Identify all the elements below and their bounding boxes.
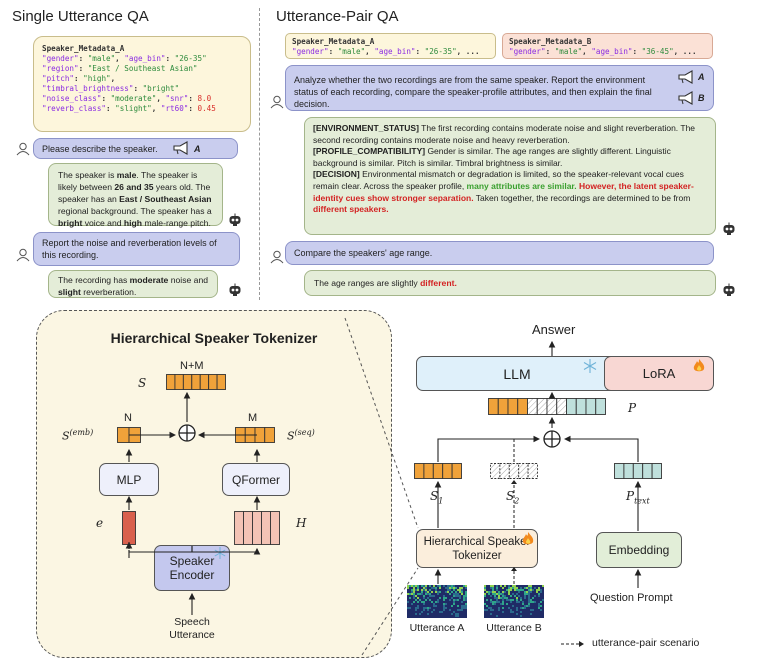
tokenizer-detail-panel bbox=[36, 310, 392, 658]
metadata-line: "gender": "male", "age_bin": "36-45", ..… bbox=[509, 47, 706, 57]
token-bar-p-text bbox=[614, 463, 662, 479]
pair-qa-title: Utterance-Pair QA bbox=[276, 8, 399, 25]
utterance-a-label: Utterance A bbox=[409, 622, 465, 634]
llm-block: LLM bbox=[416, 356, 618, 391]
answer-text: The speaker is male. The speaker is like… bbox=[58, 170, 212, 228]
qformer-block: QFormer bbox=[222, 463, 290, 496]
sum-operator bbox=[543, 430, 561, 448]
speaker-encoder-block: Speaker Encoder bbox=[154, 545, 230, 591]
token-sequence-p bbox=[488, 398, 606, 415]
user-icon bbox=[16, 142, 30, 156]
label-n: N bbox=[124, 412, 132, 424]
metadata-title: Speaker_Metadata_A bbox=[42, 44, 125, 53]
sum-operator bbox=[178, 424, 196, 442]
metadata-lines: "gender": "male", "age_bin": "26-35""reg… bbox=[42, 54, 242, 114]
speaker-metadata-a-card: Speaker_Metadata_A "gender": "male", "ag… bbox=[285, 33, 496, 59]
label-n-plus-m: N+M bbox=[180, 360, 204, 372]
metadata-line: "gender": "male", "age_bin": "26-35" bbox=[42, 54, 207, 63]
symbol-p: P bbox=[628, 401, 637, 415]
robot-icon bbox=[723, 283, 735, 296]
robot-icon bbox=[723, 222, 735, 235]
megaphone-icon bbox=[173, 141, 188, 155]
answer-age-range: The age ranges are slightly different. bbox=[304, 270, 716, 296]
symbol-s-seq: S(seq) bbox=[287, 428, 315, 443]
question-age-range: Compare the speakers' age range. bbox=[285, 241, 714, 265]
section-divider bbox=[259, 8, 260, 300]
hidden-states-h bbox=[234, 511, 280, 545]
mlp-block: MLP bbox=[99, 463, 159, 496]
speaker-metadata-b-card: Speaker_Metadata_B "gender": "male", "ag… bbox=[502, 33, 713, 59]
symbol-s-emb: S(emb) bbox=[62, 428, 94, 443]
answer-noise-reverb: The recording has moderate noise and sli… bbox=[48, 270, 218, 298]
answer-same-speaker: [ENVIRONMENT_STATUS] The first recording… bbox=[304, 117, 716, 235]
tag-a-group: A bbox=[677, 70, 705, 89]
speaker-metadata-a-card: Speaker_Metadata_A "gender": "male", "ag… bbox=[33, 36, 251, 132]
answer-text: [ENVIRONMENT_STATUS] The first recording… bbox=[313, 123, 696, 215]
user-icon bbox=[270, 95, 284, 109]
token-bar-s bbox=[166, 374, 226, 390]
token-bar-s1 bbox=[414, 463, 462, 479]
question-prompt-label: Question Prompt bbox=[590, 592, 673, 604]
metadata-title: Speaker_Metadata_A bbox=[292, 37, 375, 46]
question-noise-reverb: Report the noise and reverberation level… bbox=[33, 232, 240, 266]
utterance-tag: A bbox=[698, 72, 705, 82]
megaphone-icon bbox=[678, 70, 693, 84]
label-m: M bbox=[248, 412, 258, 424]
metadata-line: "pitch": "high", bbox=[42, 74, 116, 83]
token-bar-s2 bbox=[490, 463, 538, 479]
megaphone-icon bbox=[678, 91, 693, 105]
user-icon bbox=[270, 250, 284, 264]
user-icon bbox=[16, 248, 30, 262]
hierarchical-speaker-tokenizer-block: Hierarchical Speaker Tokenizer bbox=[416, 529, 538, 568]
answer-text: The recording has moderate noise and sli… bbox=[58, 275, 209, 297]
symbol-e: e bbox=[96, 516, 104, 530]
symbol-h: H bbox=[296, 516, 307, 530]
question-text: Please describe the speaker. bbox=[42, 144, 158, 154]
metadata-line: "noise_class": "moderate", "snr": 8.0 bbox=[42, 94, 212, 103]
embedding-block: Embedding bbox=[596, 532, 682, 568]
utterance-tag: B bbox=[698, 93, 705, 103]
metadata-title: Speaker_Metadata_B bbox=[509, 37, 592, 46]
metadata-line: "gender": "male", "age_bin": "26-35", ..… bbox=[292, 47, 489, 57]
speaker-encoder-label: Speaker Encoder bbox=[169, 554, 215, 582]
answer-text: The age ranges are slightly different. bbox=[314, 278, 457, 288]
snowflake-icon bbox=[583, 359, 597, 373]
flame-icon bbox=[522, 532, 534, 545]
speech-utterance-label: Speech Utterance bbox=[169, 616, 215, 641]
metadata-line: "gender": "male", "age_bin": "36-45", ..… bbox=[509, 47, 697, 56]
symbol-p-text: Ptext bbox=[626, 489, 650, 506]
spectrogram-a bbox=[407, 585, 467, 618]
snowflake-icon bbox=[214, 547, 226, 559]
robot-icon bbox=[229, 283, 241, 296]
tag-b-group: B bbox=[677, 91, 705, 110]
robot-icon bbox=[229, 213, 241, 226]
metadata-line: "reverb_class": "slight", "rt60": 0.45 bbox=[42, 104, 216, 113]
question-same-speaker: Analyze whether the two recordings are f… bbox=[285, 65, 714, 111]
question-describe-speaker: Please describe the speaker. A bbox=[33, 138, 238, 159]
symbol-s: S bbox=[138, 376, 147, 390]
lora-block: LoRA bbox=[604, 356, 714, 391]
utterance-tag: A bbox=[194, 144, 201, 154]
spectrogram-b bbox=[484, 585, 544, 618]
dashed-arrow-legend-icon bbox=[561, 641, 584, 647]
metadata-line: "gender": "male", "age_bin": "26-35", ..… bbox=[292, 47, 480, 56]
tokenizer-label: Hierarchical Speaker Tokenizer bbox=[423, 535, 531, 562]
tokenizer-arrows bbox=[125, 391, 261, 615]
metadata-line: "region": "East / Southeast Asian" bbox=[42, 64, 198, 73]
answer-label: Answer bbox=[532, 322, 576, 337]
symbol-s2: S2 bbox=[506, 489, 520, 506]
answer-speaker-description: The speaker is male. The speaker is like… bbox=[48, 163, 223, 228]
utterance-b-label: Utterance B bbox=[486, 622, 542, 634]
legend-label: utterance-pair scenario bbox=[592, 637, 700, 649]
flame-icon bbox=[693, 359, 705, 372]
tokenizer-title: Hierarchical Speaker Tokenizer bbox=[110, 330, 318, 346]
symbol-s1: S1 bbox=[430, 489, 444, 506]
metadata-line: "timbral_brightness": "bright" bbox=[42, 84, 180, 93]
single-qa-title: Single Utterance QA bbox=[12, 8, 149, 25]
